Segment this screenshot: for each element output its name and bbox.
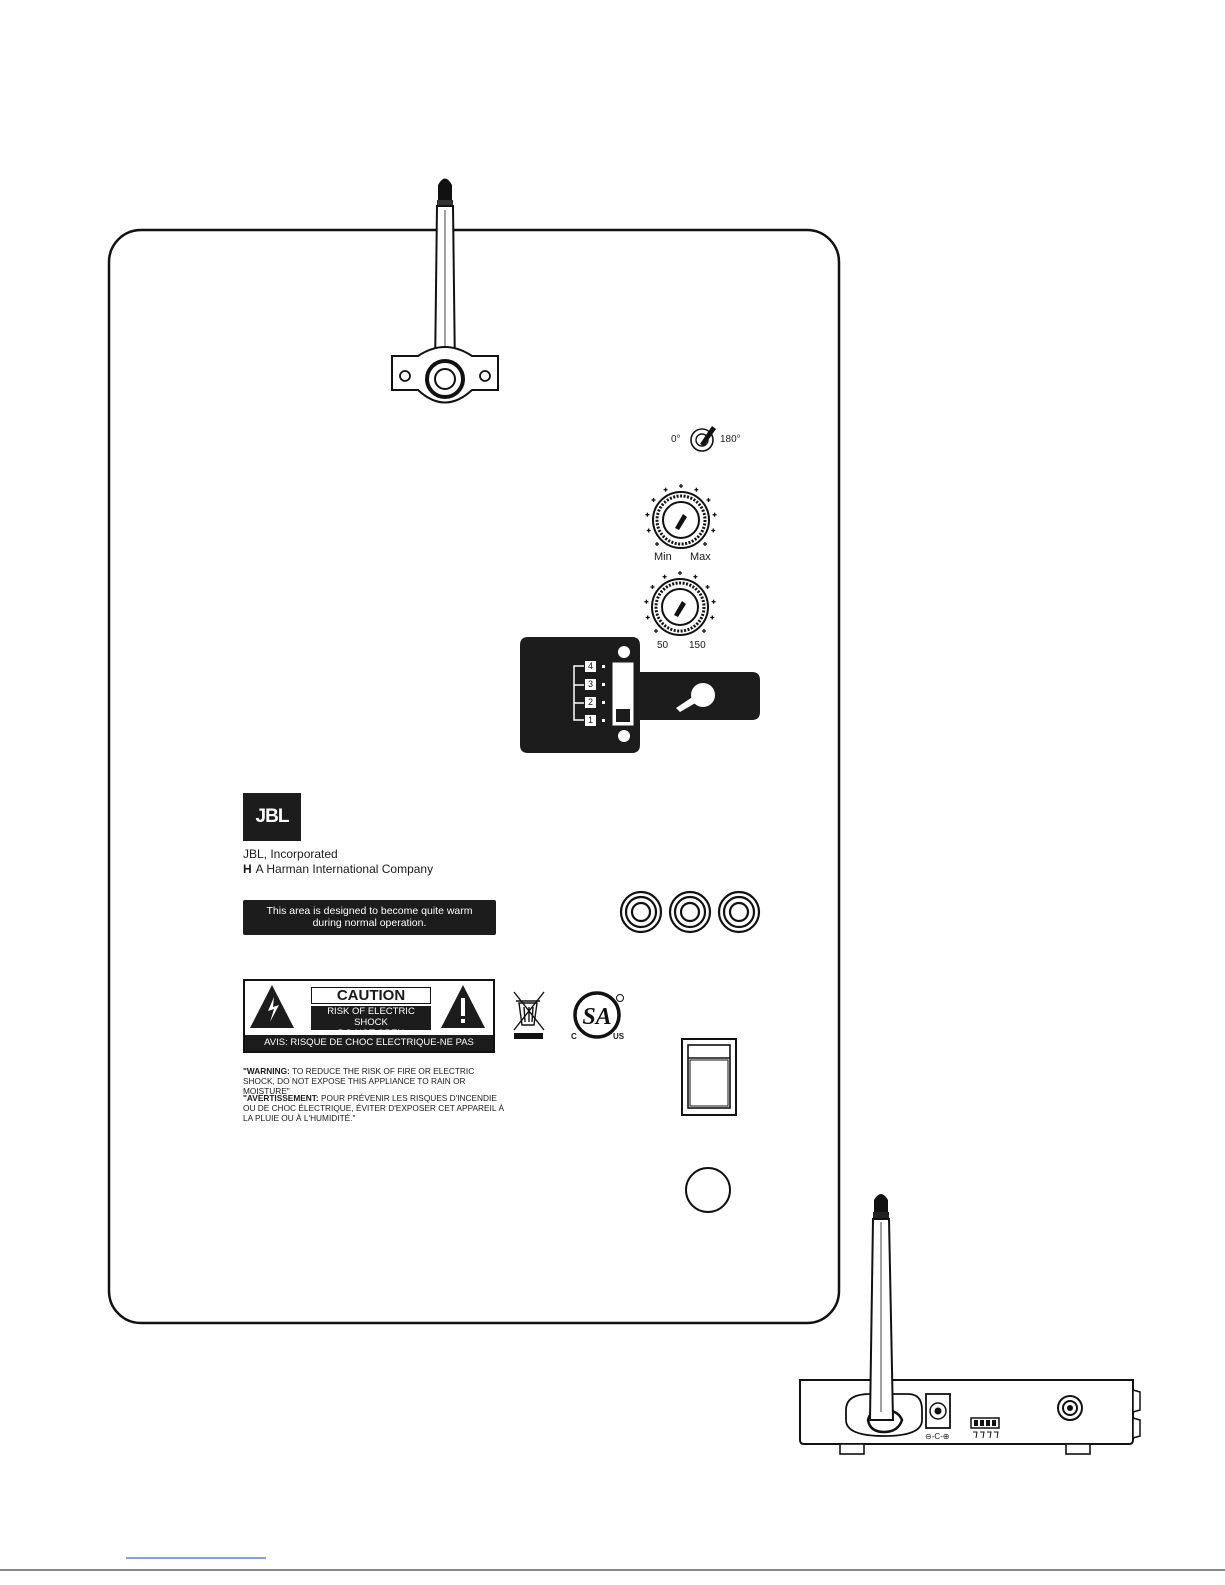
channel-label-4: 4: [585, 661, 596, 672]
csa-label-us: US: [613, 1032, 625, 1041]
harman-logo-icon: H: [243, 862, 252, 876]
warning-english-text: TO REDUCE THE RISK OF FIRE OR ELECTRIC S…: [243, 1066, 475, 1096]
company-parent-text: A Harman International Company: [255, 862, 434, 876]
antenna-mount: [391, 346, 499, 404]
rca-jack-left: [619, 890, 663, 934]
csa-logo-icon: SA: [573, 991, 624, 1039]
exclamation-warning-icon: [441, 985, 485, 1028]
heat-notice-line1: This area is designed to become quite wa…: [266, 905, 473, 917]
crossover-label-low: 50: [657, 640, 669, 651]
caution-line2: DO NOT OPEN: [337, 1028, 405, 1039]
jbl-logo: JBL: [243, 793, 301, 841]
company-name: JBL, Incorporated: [243, 847, 338, 861]
phase-switch-icon: [690, 426, 716, 452]
heat-notice-line2: during normal operation.: [312, 917, 427, 929]
caution-bottom-text: AVIS: RISQUE DE CHOC ELECTRIQUE-NE PAS O…: [245, 1035, 493, 1064]
svg-text:SA: SA: [582, 1004, 611, 1030]
rear-panel-outline: [107, 228, 841, 1325]
channel-label-3: 3: [585, 679, 596, 690]
antenna-top: [433, 178, 457, 373]
channel-label-2: 2: [585, 697, 596, 708]
rca-jack-right: [717, 890, 761, 934]
channel-selector-plate: [520, 637, 760, 753]
volume-knob-icon: [645, 484, 717, 549]
wireless-transmitter: [799, 1194, 1141, 1455]
warning-french: "AVERTISSEMENT: POUR PRÉVENIR LES RISQUE…: [243, 1093, 508, 1123]
heat-notice: This area is designed to become quite wa…: [243, 900, 496, 935]
warning-english-bold: "WARNING:: [243, 1066, 290, 1076]
crossover-knob-icon: [644, 571, 716, 636]
caution-title: CAUTION: [311, 987, 431, 1004]
power-switch-icon: [681, 1038, 737, 1116]
warning-french-text: POUR PRÉVENIR LES RISQUES D'INCENDIE OU …: [243, 1093, 504, 1123]
caution-line1: RISK OF ELECTRIC SHOCK: [327, 1006, 415, 1028]
volume-label-max: Max: [690, 551, 711, 563]
channel-label-1: 1: [585, 715, 596, 726]
weee-bin-icon: [513, 991, 545, 1039]
dc-polarity-label: ⊖-C-⊕: [925, 1432, 950, 1441]
warning-english: "WARNING: TO REDUCE THE RISK OF FIRE OR …: [243, 1066, 508, 1096]
volume-label-min: Min: [654, 551, 672, 563]
phase-label-180: 180°: [720, 434, 741, 445]
power-cord-socket: [685, 1167, 731, 1213]
crossover-label-high: 150: [689, 640, 706, 651]
csa-label-c: C: [571, 1032, 577, 1041]
lightning-warning-icon: [250, 985, 294, 1028]
caution-label: CAUTION RISK OF ELECTRIC SHOCK DO NOT OP…: [243, 979, 495, 1064]
phase-label-0: 0°: [671, 434, 681, 445]
warning-french-bold: "AVERTISSEMENT:: [243, 1093, 319, 1103]
rca-jack-center: [668, 890, 712, 934]
caution-shock-text: RISK OF ELECTRIC SHOCK DO NOT OPEN: [311, 1006, 431, 1039]
